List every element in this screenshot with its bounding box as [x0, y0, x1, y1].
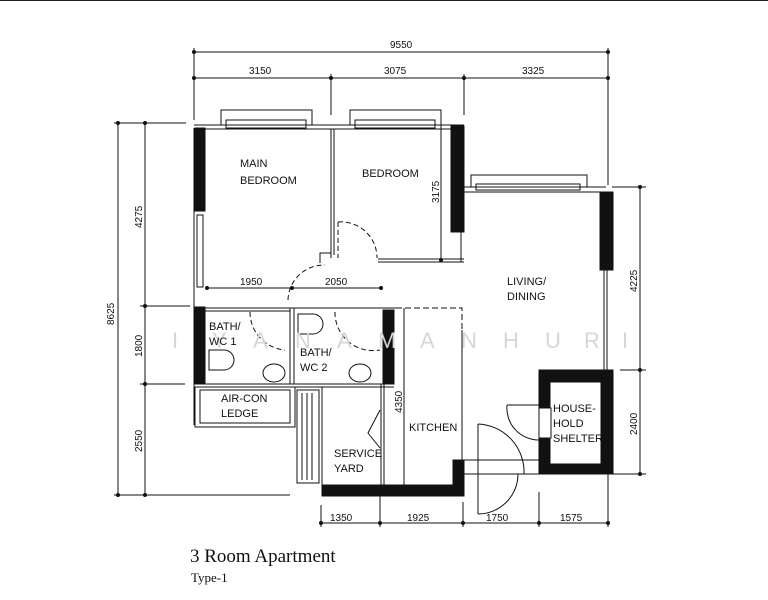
dim-top-total: 9550: [390, 40, 413, 51]
right-dimensions: [606, 185, 646, 476]
bottom-dimensions: [319, 474, 610, 527]
svg-text:Y: Y: [212, 328, 227, 353]
dim-kitchen: 4350: [394, 390, 405, 413]
svg-text:R: R: [584, 328, 600, 353]
room-label-shelter: HOUSE-: [553, 403, 596, 415]
doors: [249, 221, 381, 352]
room-label-service-yard: SERVICE: [334, 448, 382, 460]
plan-subtitle: Type-1: [191, 570, 228, 585]
room-label-shelter: HOLD: [553, 418, 584, 430]
room-label-main-bedroom: BEDROOM: [240, 175, 297, 187]
room-label-living: LIVING/: [507, 276, 547, 288]
dim-left-total: 8625: [106, 302, 117, 325]
dim-bottom-2: 1925: [407, 513, 430, 524]
fixtures: [208, 313, 372, 383]
dim-bottom-1: 1350: [330, 513, 353, 524]
room-label-bath2: WC 2: [300, 362, 328, 374]
room-label-bath1: WC 1: [209, 336, 237, 348]
dim-right-2: 2400: [629, 412, 640, 435]
dim-bottom-3: 1750: [486, 513, 509, 524]
room-label-bath1: BATH/: [209, 321, 242, 333]
dim-left-2: 1800: [134, 334, 145, 357]
top-dimensions: [192, 48, 610, 185]
entrance-doors: [477, 404, 540, 515]
dim-top-3: 3325: [522, 66, 545, 77]
plan-title: 3 Room Apartment: [190, 546, 336, 567]
svg-text:N: N: [295, 328, 311, 353]
room-label-aircon: LEDGE: [221, 408, 258, 420]
svg-text:A: A: [253, 328, 268, 353]
watermark: I Y A N A M A N H U R I: [172, 328, 628, 353]
svg-text:U: U: [545, 328, 561, 353]
svg-text:M: M: [378, 328, 396, 353]
room-label-living: DINING: [507, 291, 546, 303]
svg-text:I: I: [622, 328, 628, 353]
svg-text:A: A: [337, 328, 352, 353]
dim-left-1: 4275: [134, 205, 145, 228]
dim-inner-1: 1950: [240, 277, 263, 288]
inner-dimensions: [205, 125, 443, 495]
room-label-bath2: BATH/: [300, 347, 333, 359]
top-border: [0, 0, 768, 1]
svg-text:H: H: [503, 328, 519, 353]
dim-bedroom: 3175: [431, 180, 442, 203]
dim-inner-2: 2050: [325, 277, 348, 288]
dim-right-1: 4225: [629, 269, 640, 292]
room-label-kitchen: KITCHEN: [409, 422, 457, 434]
room-label-aircon: AIR-CON: [221, 393, 268, 405]
room-label-main-bedroom: MAIN: [240, 158, 268, 170]
dim-top-1: 3150: [249, 66, 272, 77]
svg-text:N: N: [461, 328, 477, 353]
room-label-bedroom: BEDROOM: [362, 168, 419, 180]
room-label-shelter: SHELTER: [553, 433, 603, 445]
left-dimensions: [114, 121, 290, 497]
walls: [193, 109, 614, 497]
dim-bottom-4: 1575: [560, 513, 583, 524]
svg-text:I: I: [172, 328, 178, 353]
room-label-service-yard: YARD: [334, 463, 364, 475]
svg-text:A: A: [420, 328, 435, 353]
dim-left-3: 2550: [134, 429, 145, 452]
dim-top-2: 3075: [384, 66, 407, 77]
